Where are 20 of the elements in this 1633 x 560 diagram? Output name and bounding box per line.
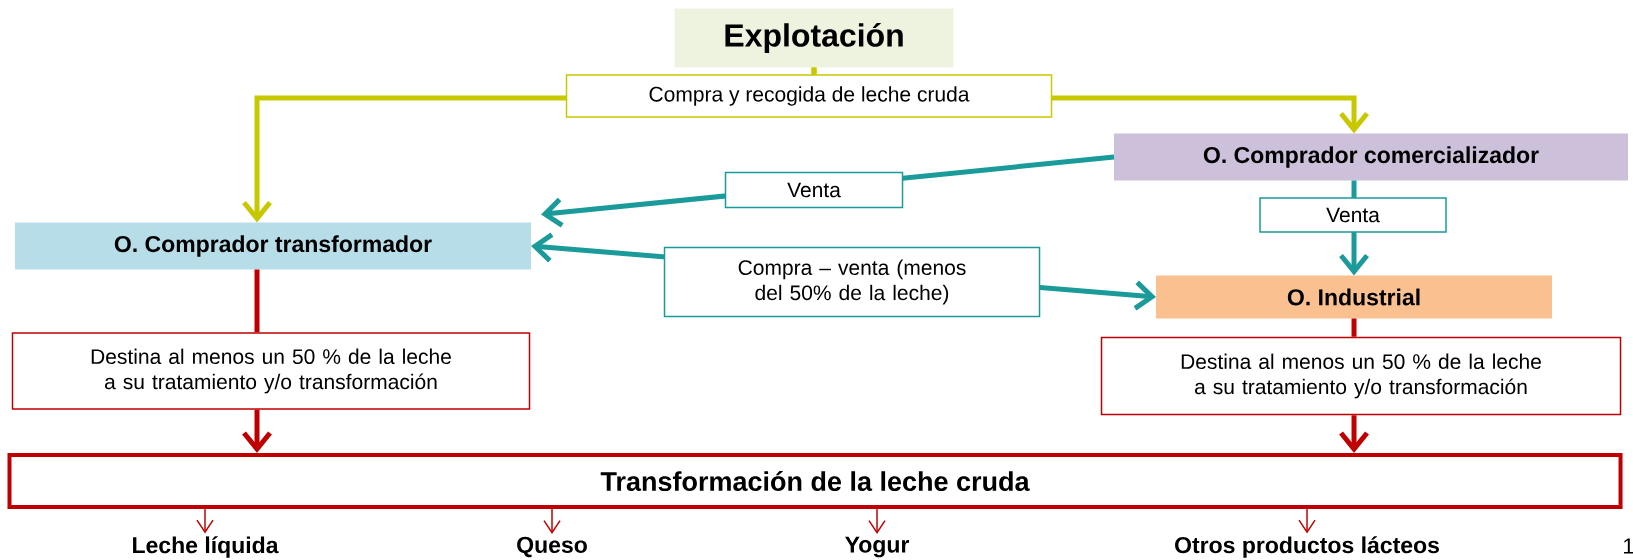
- title-box: Explotación: [674, 8, 954, 68]
- arrow: [1298, 508, 1316, 534]
- arrow: [868, 508, 886, 534]
- product-label: Leche líquida: [133, 536, 279, 558]
- page-number: 1: [1623, 538, 1633, 554]
- note-box: Destina al menos un 50 % de la leche a su tratamiento y/o transformación: [1100, 336, 1622, 416]
- process-box: Transformación de la leche cruda: [7, 453, 1623, 509]
- role-box: O. Comprador comercializador: [1114, 133, 1628, 181]
- edge-label: Venta: [724, 171, 904, 209]
- product-label: Otros productos lácteos: [1175, 536, 1439, 558]
- edge-label: Compra – venta (menos del 50% de la leche): [663, 246, 1041, 318]
- edge-label: Compra y recogida de leche cruda: [565, 74, 1053, 118]
- product-label: Yogur: [845, 536, 910, 558]
- role-box: O. Industrial: [1156, 275, 1553, 319]
- arrow: [196, 508, 214, 534]
- role-box: O. Comprador transformador: [15, 222, 531, 270]
- arrow: [543, 508, 561, 535]
- edge-label: Venta: [1259, 197, 1447, 233]
- product-label: Queso: [517, 536, 587, 558]
- note-box: Destina al menos un 50 % de la leche a su tratamiento y/o transformación: [11, 332, 531, 410]
